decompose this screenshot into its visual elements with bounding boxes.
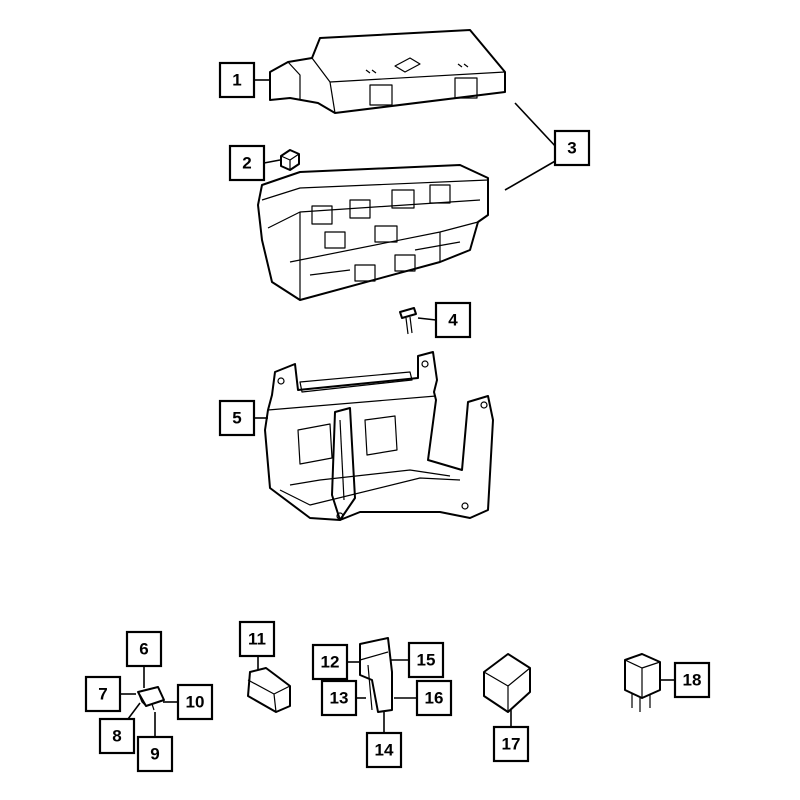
callout-17[interactable]: 17 (492, 725, 530, 763)
micro-relay (624, 653, 661, 712)
callout-6[interactable]: 6 (125, 630, 163, 668)
callout-13[interactable]: 13 (320, 679, 358, 717)
callout-12-label: 12 (321, 653, 340, 672)
fuse-holder (247, 667, 291, 713)
callout-14-label: 14 (375, 741, 394, 760)
callout-9-label: 9 (150, 745, 159, 764)
fuse-clip (137, 686, 165, 711)
callout-3-label: 3 (567, 139, 576, 158)
callout-4-label: 4 (448, 311, 458, 330)
callout-18-label: 18 (683, 671, 702, 690)
callout-11[interactable]: 11 (238, 620, 276, 658)
callout-8-label: 8 (112, 727, 121, 746)
callout-2-label: 2 (242, 154, 251, 173)
callout-15[interactable]: 15 (407, 641, 445, 679)
callout-10-label: 10 (186, 693, 205, 712)
callout-1[interactable]: 1 (218, 61, 256, 99)
callout-18[interactable]: 18 (673, 661, 711, 699)
callout-16[interactable]: 16 (415, 679, 453, 717)
callout-7-label: 7 (98, 685, 107, 704)
callout-4[interactable]: 4 (434, 301, 472, 339)
callout-16-label: 16 (425, 689, 444, 708)
callout-2[interactable]: 2 (228, 144, 266, 182)
callout-10[interactable]: 10 (176, 683, 214, 721)
screw (399, 307, 417, 335)
callout-9[interactable]: 9 (136, 735, 174, 773)
callout-5-label: 5 (232, 409, 241, 428)
callout-11-label: 11 (248, 630, 266, 649)
fuse-box-body (257, 164, 489, 301)
relay-cube (483, 653, 531, 713)
leader-lines (120, 79, 675, 737)
fuse-box-cover (269, 29, 506, 114)
callout-7[interactable]: 7 (84, 675, 122, 713)
callout-17-label: 17 (502, 735, 521, 754)
relay-socket (359, 637, 393, 713)
nut (280, 149, 300, 171)
callout-3[interactable]: 3 (553, 129, 591, 167)
callout-5[interactable]: 5 (218, 399, 256, 437)
callout-12[interactable]: 12 (311, 643, 349, 681)
callout-1-label: 1 (232, 71, 241, 90)
callout-8[interactable]: 8 (98, 717, 136, 755)
callout-14[interactable]: 14 (365, 731, 403, 769)
callout-6-label: 6 (139, 640, 148, 659)
mounting-bracket (264, 351, 494, 521)
callout-13-label: 13 (330, 689, 349, 708)
callout-15-label: 15 (417, 651, 436, 670)
